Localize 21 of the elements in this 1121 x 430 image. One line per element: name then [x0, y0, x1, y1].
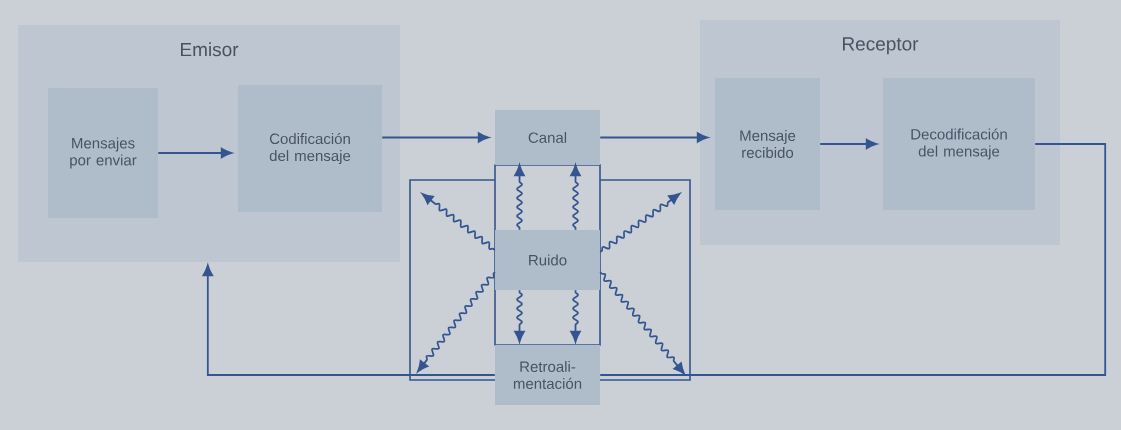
arrow	[157, 147, 233, 159]
process-box: Canal	[495, 110, 600, 165]
arrow	[599, 132, 709, 143]
process-box: Decodificación del mensaje	[883, 78, 1035, 210]
wavy-arrow	[514, 164, 525, 231]
process-box: Retroali- mentación	[495, 345, 600, 405]
wavy-arrow	[417, 271, 496, 373]
process-box: Mensaje recibido	[715, 78, 820, 210]
wavy-arrow	[599, 193, 681, 253]
wavy-arrow	[570, 289, 581, 343]
arrow	[381, 132, 490, 143]
arrow	[819, 138, 878, 150]
process-box: Codificación del mensaje	[238, 85, 382, 212]
arrow	[202, 264, 496, 376]
wavy-arrow	[599, 271, 685, 375]
wavy-arrow	[421, 193, 496, 251]
process-box: Mensajes por enviar	[48, 88, 158, 218]
process-box: Ruido	[495, 230, 600, 290]
wavy-arrow	[514, 289, 525, 343]
connector-line	[599, 143, 1107, 376]
wavy-arrow	[570, 164, 581, 231]
